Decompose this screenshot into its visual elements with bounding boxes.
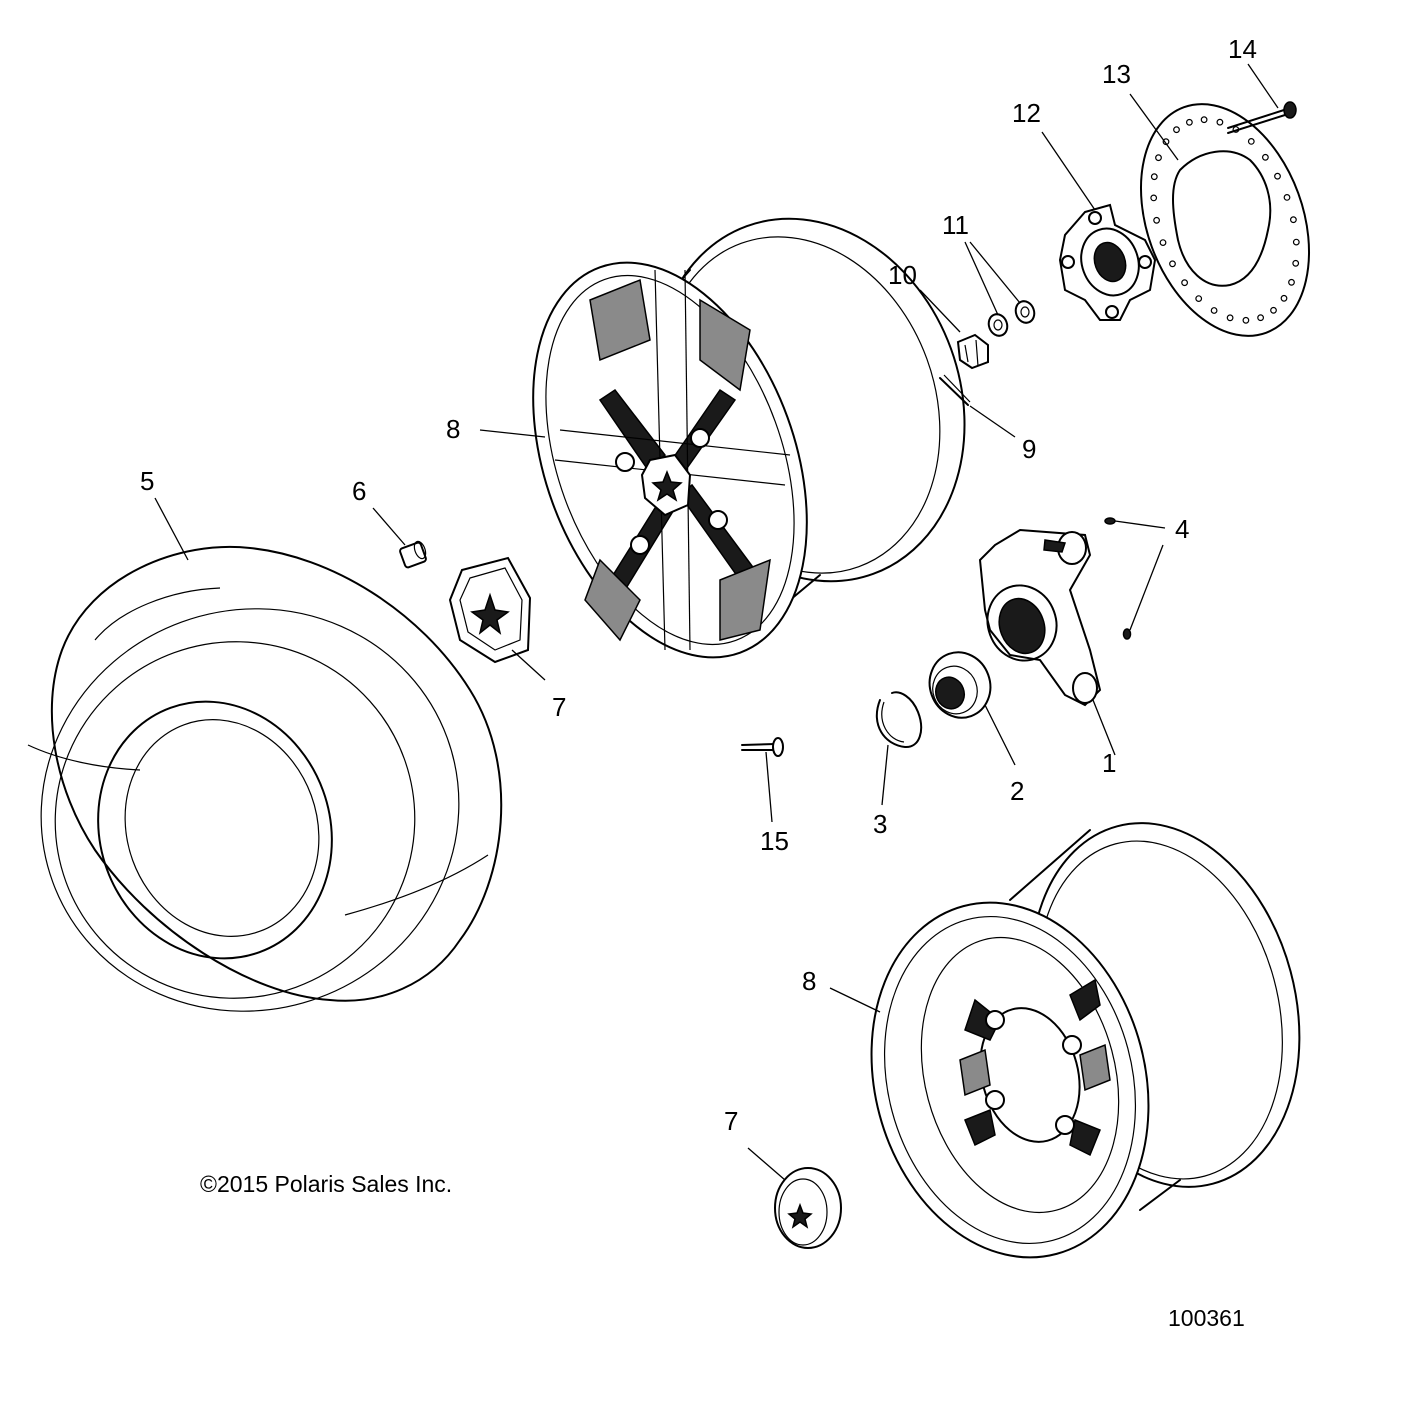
leader-4b xyxy=(1129,544,1164,631)
figure-number: 100361 xyxy=(1168,1305,1245,1331)
disc-hole xyxy=(1288,278,1295,286)
leader-8b xyxy=(829,987,881,1013)
callout-6: 6 xyxy=(352,476,366,506)
disc-hole xyxy=(1292,238,1300,246)
wheel-lower xyxy=(870,822,1301,1259)
disc-hole xyxy=(1257,314,1264,322)
disc-hole xyxy=(1242,316,1250,324)
disc-hole xyxy=(1169,260,1176,268)
disc-hole xyxy=(1153,216,1160,224)
castle-nut xyxy=(956,333,989,370)
leader-7a xyxy=(511,649,546,681)
disc-hole xyxy=(1261,153,1269,161)
leader-7b xyxy=(747,1147,786,1181)
disc-hole xyxy=(1155,154,1162,162)
callout-7b: 7 xyxy=(724,1106,738,1136)
callout-4: 4 xyxy=(1175,514,1189,544)
valve-stem-cap xyxy=(399,540,427,569)
disc-hole xyxy=(1181,279,1188,287)
disc-hole xyxy=(1247,137,1255,145)
leader-2 xyxy=(984,704,1016,766)
disc-hole xyxy=(1210,307,1218,314)
disc-hole xyxy=(1280,294,1288,302)
tire xyxy=(27,546,503,1012)
bearing-carrier xyxy=(978,528,1102,707)
leader-lines xyxy=(154,63,1279,1181)
callout-11: 11 xyxy=(942,210,969,240)
callout-1: 1 xyxy=(1102,748,1116,778)
retaining-ring xyxy=(875,691,923,749)
disc-hole xyxy=(1195,295,1203,303)
disc-bolt xyxy=(1227,101,1297,134)
grease-fitting-lower xyxy=(1122,628,1132,640)
leader-15 xyxy=(765,751,773,823)
callout-5: 5 xyxy=(140,466,154,496)
brake-disc xyxy=(1139,103,1311,337)
center-cap-upper xyxy=(448,556,532,664)
leader-12 xyxy=(1041,131,1096,211)
disc-hole xyxy=(1270,306,1277,314)
callout-10: 10 xyxy=(888,260,917,290)
disc-hole xyxy=(1274,172,1281,180)
cotter-pin xyxy=(939,374,971,406)
washer-inner xyxy=(1014,300,1036,324)
callout-7a: 7 xyxy=(552,692,566,722)
callout-8b: 8 xyxy=(802,966,816,996)
disc-hole xyxy=(1216,118,1224,126)
wheel-bolt xyxy=(741,737,784,757)
leader-14 xyxy=(1247,63,1279,109)
callout-3: 3 xyxy=(873,809,887,839)
callout-12: 12 xyxy=(1012,98,1041,128)
grease-fitting-upper xyxy=(1104,517,1116,525)
copyright-notice: ©2015 Polaris Sales Inc. xyxy=(200,1171,452,1197)
center-cap-lower xyxy=(774,1167,842,1249)
disc-hole xyxy=(1292,259,1300,267)
leader-5 xyxy=(154,497,189,561)
callout-13: 13 xyxy=(1102,59,1131,89)
disc-hole xyxy=(1150,194,1158,202)
leader-9 xyxy=(969,405,1016,438)
wheel-bearing xyxy=(928,651,992,719)
disc-hole xyxy=(1226,314,1234,322)
callout-14: 14 xyxy=(1228,34,1257,64)
disc-hole xyxy=(1283,193,1291,201)
callout-2: 2 xyxy=(1010,776,1024,806)
callout-15: 15 xyxy=(760,826,789,856)
callout-8a: 8 xyxy=(446,414,460,444)
callout-9: 9 xyxy=(1022,434,1036,464)
leader-6 xyxy=(372,507,406,546)
disc-hole xyxy=(1200,116,1208,124)
disc-hole xyxy=(1150,173,1158,181)
disc-hole xyxy=(1159,239,1167,247)
disc-hole xyxy=(1185,118,1193,126)
leader-10 xyxy=(919,289,961,333)
disc-hole xyxy=(1289,216,1297,224)
leader-4a xyxy=(1114,520,1166,529)
leader-3 xyxy=(881,744,889,806)
leader-11a xyxy=(964,241,999,316)
leader-8a xyxy=(479,429,546,438)
leader-11b xyxy=(969,241,1021,304)
washer-outer xyxy=(987,313,1009,337)
leader-13 xyxy=(1129,93,1179,161)
wheel-hub xyxy=(1058,203,1157,321)
callouts: 1 2 3 4 5 6 7 7 8 8 9 10 11 12 13 14 15 xyxy=(140,34,1257,1136)
leader-1 xyxy=(1092,699,1116,756)
disc-hole xyxy=(1173,126,1180,134)
wheel-upper xyxy=(532,217,966,659)
